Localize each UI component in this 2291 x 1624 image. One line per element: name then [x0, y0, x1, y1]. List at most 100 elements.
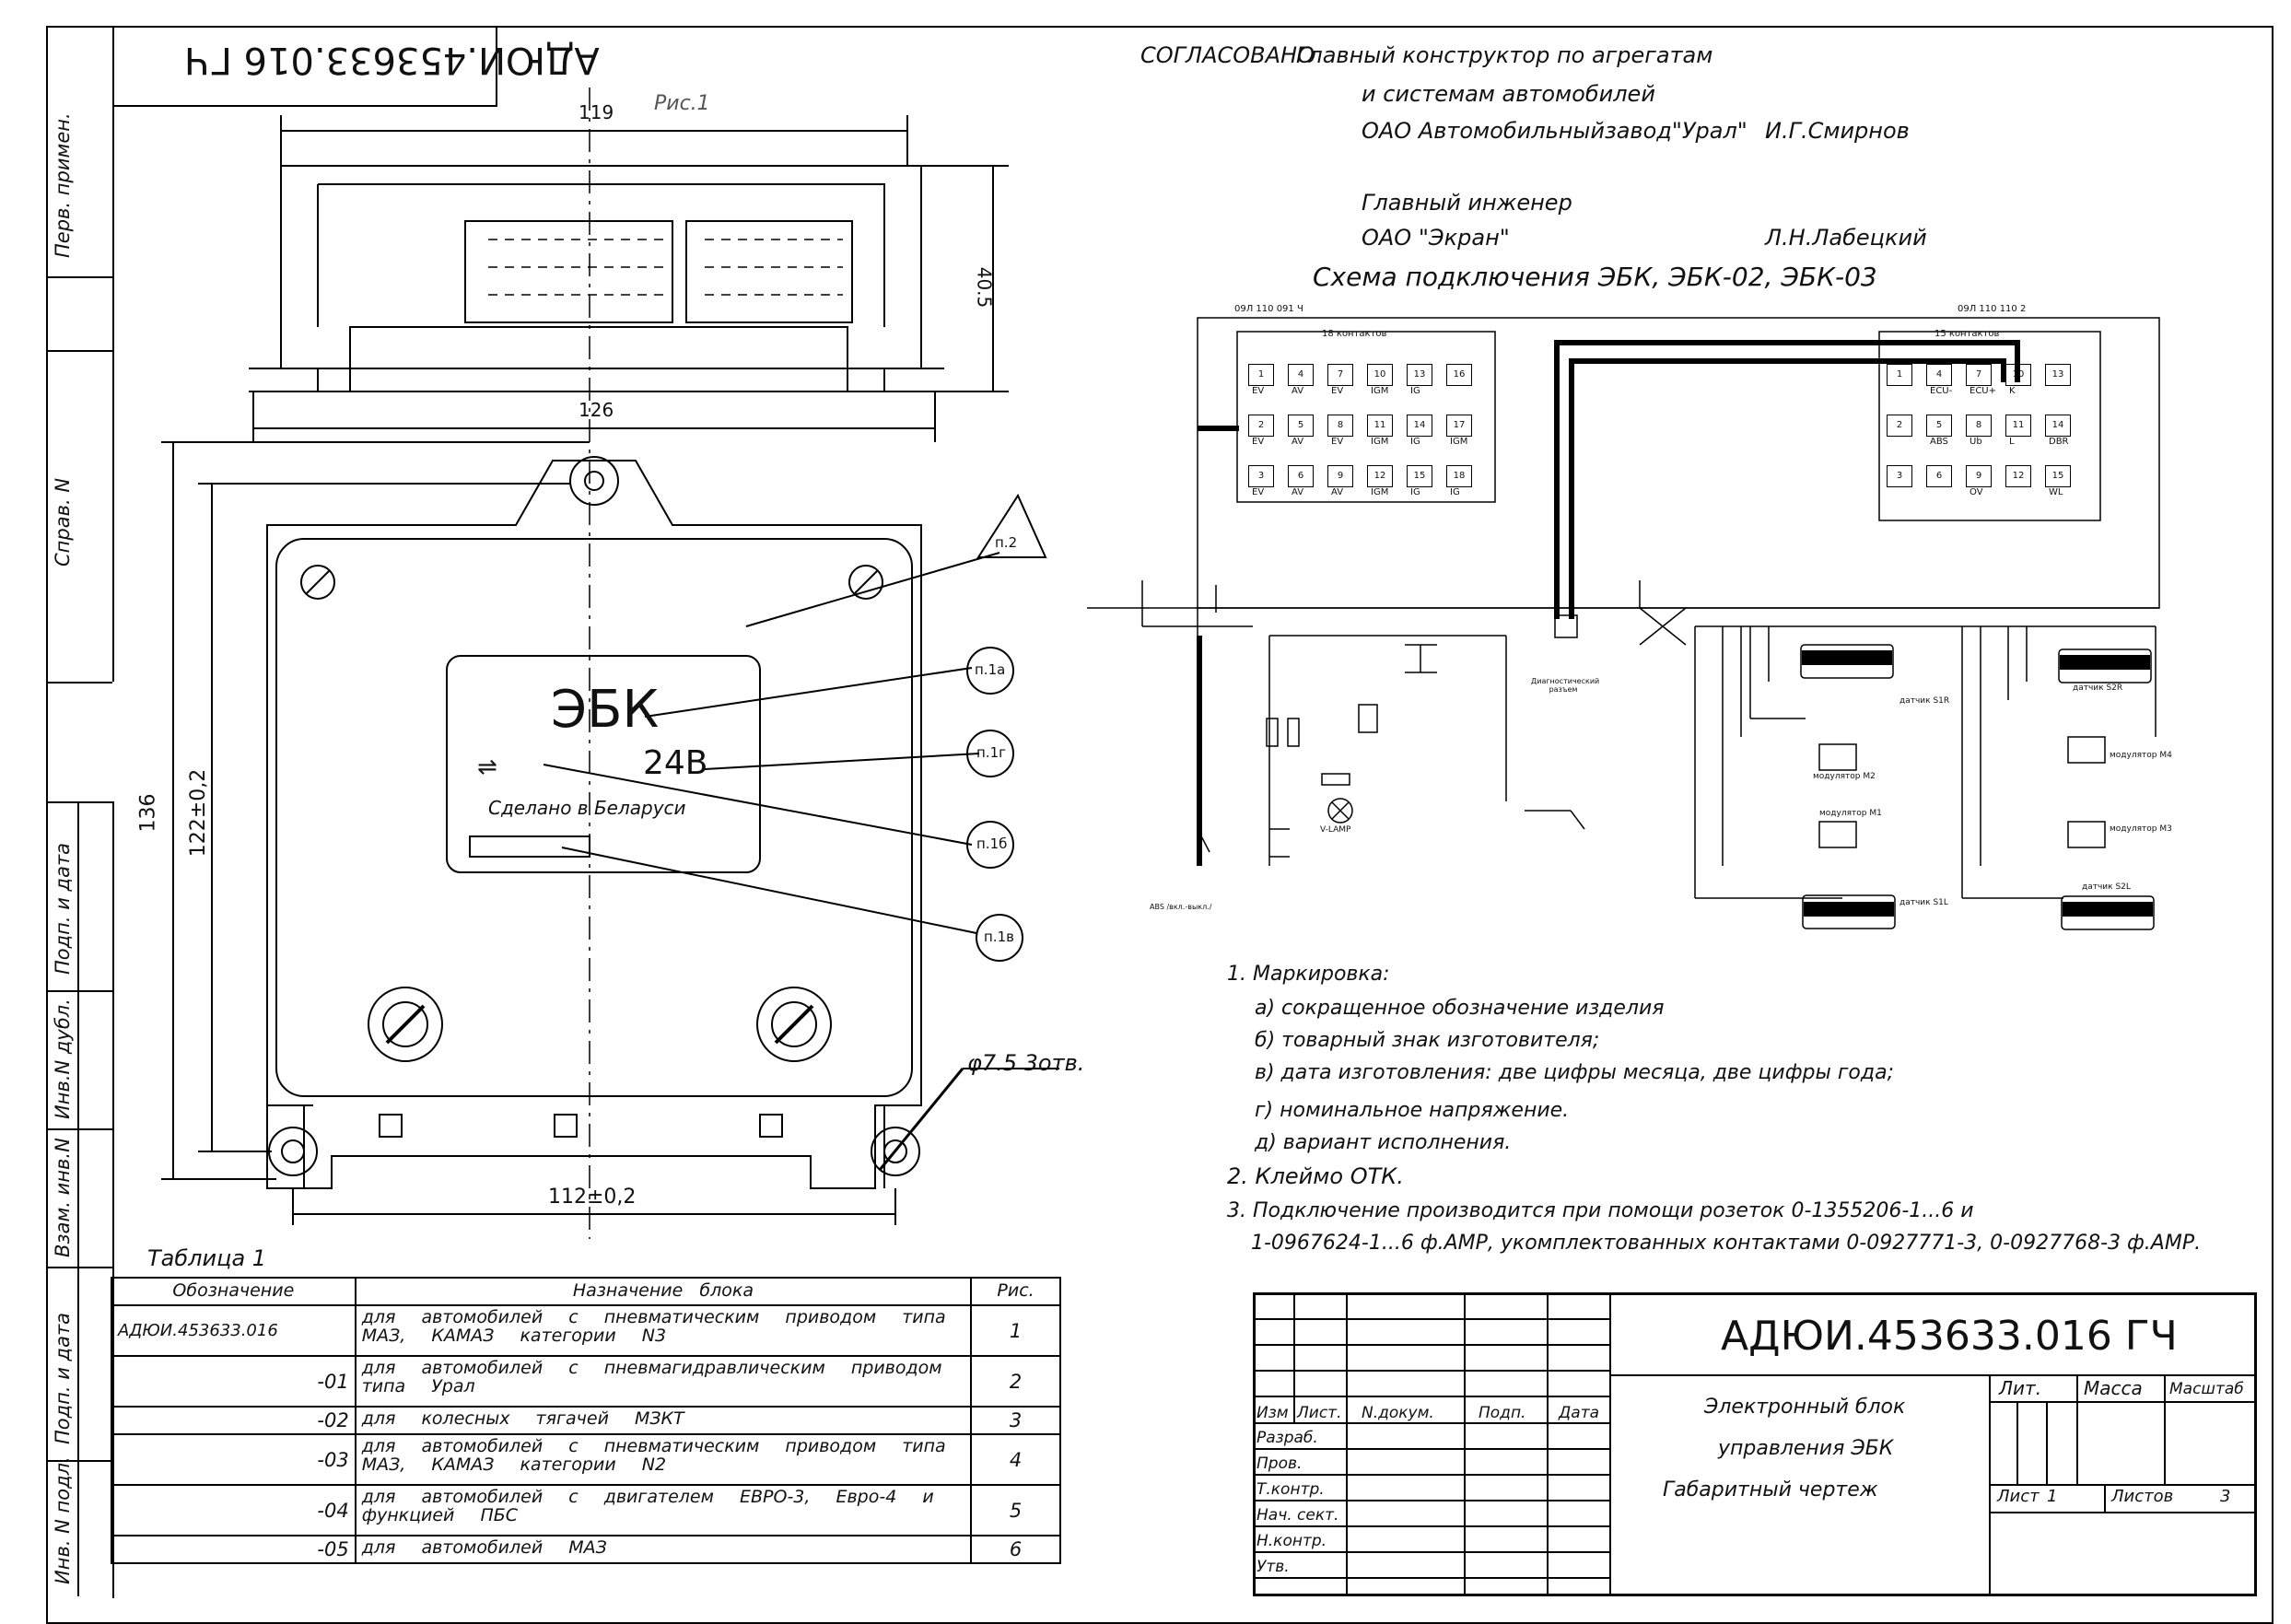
- table-cell-fig: 4: [970, 1433, 1061, 1486]
- pin-signal: WL: [2049, 487, 2063, 497]
- table-row: -02 для колесных тягачей МЗКТ 3: [111, 1406, 1061, 1435]
- pin-signal: ECU-: [1930, 386, 1953, 396]
- pin-number: 1: [1248, 364, 1274, 386]
- wiring-schematic: [1087, 317, 2160, 930]
- title-product-3: Габаритный чертеж: [1663, 1478, 1878, 1501]
- dim-112: 112±0,2: [548, 1186, 637, 1209]
- title-col-podp: Подп.: [1479, 1404, 1526, 1422]
- pin-number: 13: [1407, 364, 1432, 386]
- table1: Обозначение Назначение блока Рис. АДЮИ.4…: [111, 1277, 1061, 1564]
- table1-header: Обозначение: [111, 1277, 357, 1306]
- table-cell-code: -04: [111, 1484, 357, 1536]
- pin-number: 15: [2045, 465, 2071, 487]
- title-lit: Лит.: [1999, 1377, 2042, 1399]
- pin-signal: IG: [1450, 487, 1460, 497]
- modulator-m2-label: модулятор М2: [1813, 772, 1876, 781]
- pin-signal: IGM: [1450, 437, 1468, 447]
- pin-number: 8: [1327, 415, 1353, 437]
- pin-number: 9: [1966, 465, 1992, 487]
- note-3b: 1-0967624-1...6 ф.АМР, укомплектованных …: [1251, 1232, 2202, 1255]
- pin-signal: K: [2009, 386, 2016, 396]
- note-1b: б) товарный знак изготовителя;: [1255, 1029, 1600, 1052]
- diag-connector-label: Диагностический разъем: [1531, 677, 1600, 694]
- table-cell-code: -02: [111, 1406, 357, 1435]
- sidebar-divider: [46, 276, 112, 278]
- title-block: [1253, 1292, 2257, 1596]
- pin-number: 9: [1327, 465, 1353, 487]
- note-1d: г) номинальное напряжение.: [1255, 1099, 1570, 1122]
- sidebar-strip-upper: [46, 26, 114, 682]
- pin-signal: Ub: [1970, 437, 1982, 447]
- pin: 12: [2005, 465, 2045, 497]
- dim-126: 126: [579, 399, 614, 421]
- note-3a: 3. Подключение производится при помощи р…: [1227, 1199, 1974, 1222]
- approval-line1: Главный конструктор по агрегатам: [1296, 42, 1713, 68]
- table-cell-desc: для автомобилей с пневматическим приводо…: [354, 1433, 973, 1486]
- lamp-label: V-LAMP: [1320, 825, 1351, 835]
- approval-line4: Главный инженер: [1362, 190, 1572, 216]
- dim-119: 119: [579, 101, 614, 123]
- pin-signal: AV: [1292, 437, 1304, 447]
- pin-number: 14: [2045, 415, 2071, 437]
- device-mark: ЭБК: [551, 680, 660, 740]
- modulator-m1-label: модулятор М1: [1819, 809, 1882, 818]
- table-cell-code: АДЮИ.453633.016: [111, 1304, 357, 1357]
- table-cell-fig: 1: [970, 1304, 1061, 1357]
- pin-number: 8: [1966, 415, 1992, 437]
- title-role-nkontr: Н.контр.: [1257, 1532, 1327, 1550]
- pin-number: 1: [1887, 364, 1912, 386]
- table-row: АДЮИ.453633.016 для автомобилей с пневма…: [111, 1304, 1061, 1357]
- pin-number: 4: [1288, 364, 1314, 386]
- title-sheets-value: 3: [2220, 1487, 2231, 1506]
- conn-right-title: 15 контактов: [1934, 329, 2000, 339]
- pin-number: 5: [1926, 415, 1952, 437]
- pin-number: 3: [1248, 465, 1274, 487]
- pin: 16: [1446, 364, 1486, 396]
- hole-label: φ7.5 3отв.: [967, 1050, 1085, 1076]
- table-cell-desc: для автомобилей с пневматическим приводо…: [354, 1304, 973, 1357]
- sidebar-inner-line: [77, 801, 79, 1596]
- sensor-s2l-label: датчик S2L: [2082, 882, 2131, 892]
- pin-signal: EV: [1331, 386, 1344, 396]
- callout-n2: п.2: [995, 534, 1018, 551]
- table-row: -03 для автомобилей с пневматическим при…: [111, 1433, 1061, 1486]
- approval-line5: ОАО "Экран": [1362, 225, 1510, 251]
- table-cell-fig: 3: [970, 1406, 1061, 1435]
- table-cell-desc: для автомобилей с пневмагидравлическим п…: [354, 1355, 973, 1408]
- sidebar-divider: [46, 990, 112, 992]
- title-role-nach: Нач. сект.: [1257, 1506, 1339, 1525]
- title-sheets-label: Листов: [2111, 1487, 2174, 1506]
- note-1: 1. Маркировка:: [1227, 963, 1390, 986]
- pin-number: 13: [2045, 364, 2071, 386]
- pin: 2: [1887, 415, 1926, 447]
- pin-signal: EV: [1331, 437, 1344, 447]
- made-in-label: Сделано в Беларуси: [488, 797, 686, 819]
- pin-number: 2: [1248, 415, 1274, 437]
- title-sheet-label: Лист: [1997, 1487, 2040, 1506]
- sidebar-divider: [46, 1267, 112, 1268]
- pin-number: 15: [1407, 465, 1432, 487]
- title-role-razrab: Разраб.: [1257, 1429, 1318, 1447]
- sidebar-divider: [46, 350, 112, 352]
- designation-box-rotated: [112, 26, 497, 107]
- pin-number: 10: [2005, 364, 2031, 386]
- title-product-2: управления ЭБК: [1718, 1437, 1894, 1460]
- schematic-title: Схема подключения ЭБК, ЭБК-02, ЭБК-03: [1313, 262, 1877, 292]
- title-product-1: Электронный блок: [1704, 1396, 1906, 1419]
- table-cell-fig: 2: [970, 1355, 1061, 1408]
- title-role-utv: Утв.: [1257, 1558, 1290, 1576]
